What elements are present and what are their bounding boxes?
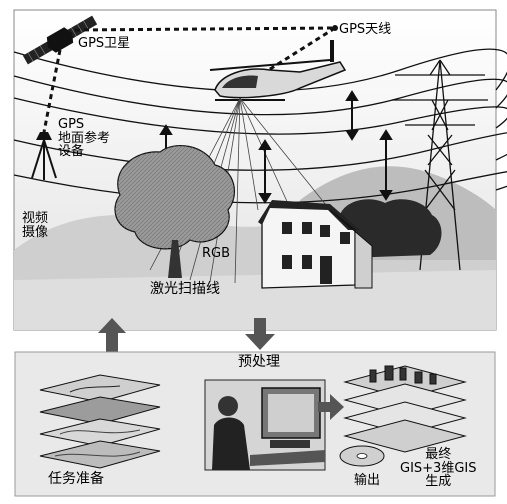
house-icon xyxy=(258,200,373,289)
gps-ground-reference-label: GPS 地面参考 设备 xyxy=(58,117,111,160)
helicopter-icon xyxy=(209,40,347,101)
power-tower-icon xyxy=(392,59,488,271)
ground xyxy=(14,270,496,330)
rgb-label: RGB xyxy=(202,246,231,261)
output-label: 输出 xyxy=(354,473,381,488)
right-arrow xyxy=(318,394,344,420)
disc-icon xyxy=(339,445,385,467)
final-gis-label: 最终 GIS+3维GIS 生成 xyxy=(400,447,477,490)
gps-tripod-icon xyxy=(31,132,57,180)
task-prep-label: 任务准备 xyxy=(48,471,104,487)
gps-antenna-marker xyxy=(332,25,338,31)
preprocessing-label: 预处理 xyxy=(238,354,280,370)
gps-antenna-label: GPS天线 xyxy=(339,22,392,37)
video-camera-label: 视频 摄像 xyxy=(22,211,49,240)
down-arrow xyxy=(245,318,275,350)
map-layers-icon xyxy=(39,374,161,469)
gis-layers-icon xyxy=(343,365,467,453)
computer-monitor-icon xyxy=(204,379,326,471)
gps-satellite-label: GPS卫星 xyxy=(78,36,131,51)
laser-scan-line-label: 激光扫描线 xyxy=(150,281,220,297)
up-arrow xyxy=(98,318,126,352)
satellite-icon xyxy=(22,15,98,65)
tree-icon xyxy=(114,144,236,278)
